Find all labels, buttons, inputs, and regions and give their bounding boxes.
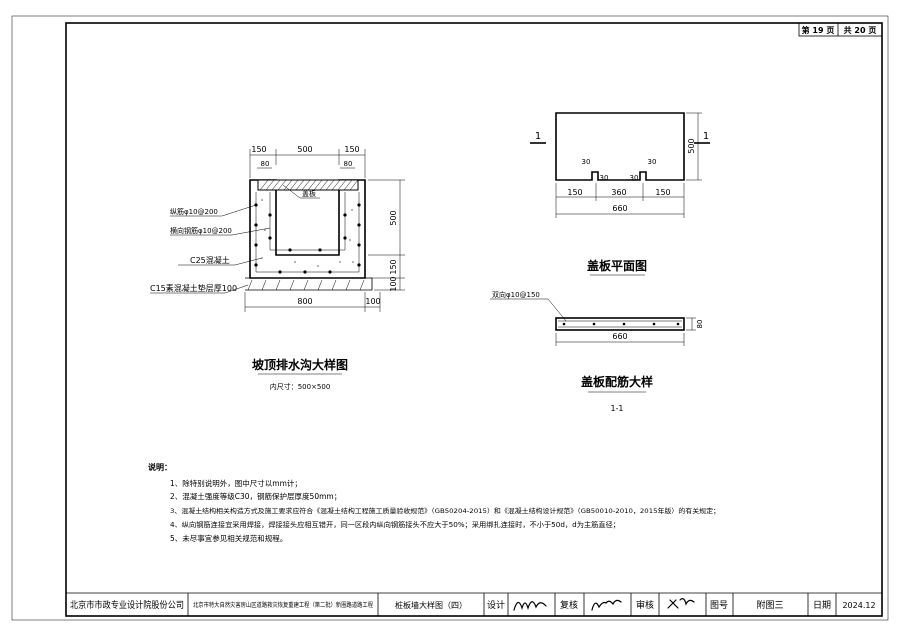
date: 2024.12 [842, 601, 875, 610]
approve-label: 审核 [636, 599, 654, 611]
drawing-name: 桩板墙大样图（四） [395, 600, 467, 610]
dim-small-left: 80 [261, 160, 270, 168]
inner-frame [65, 22, 883, 617]
section-subtitle: 内尺寸：500×500 [270, 382, 331, 391]
plan-dim-right: 500 [687, 138, 696, 153]
section-mark-right: 1 [703, 131, 709, 142]
title-block: 北京市市政专业设计院股份公司 北京市特大自然灾害房山区道路救灾恢复重建工程（第二… [66, 592, 882, 616]
note-3: 3、混凝土结构相关构造方式及施工要求应符合《混凝土结构工程施工质量验收规范》（G… [170, 506, 720, 515]
rebar-dim-total: 660 [612, 332, 627, 341]
dim-right-100: 100 [389, 276, 398, 291]
cover-plan-outline [555, 112, 685, 181]
label-concrete: C25混凝土 [190, 255, 230, 265]
outer-frame [11, 15, 889, 621]
label-cover: 盖板 [302, 189, 316, 198]
rebar-title: 盖板配筋大样 [581, 374, 653, 389]
notch-dim-2: 30 [600, 174, 609, 182]
review-label: 复核 [560, 599, 578, 611]
note-1: 1、除特别说明外，图中尺寸以mm计； [170, 478, 302, 488]
approve-signature [667, 598, 695, 609]
drawing-no-label: 图号 [710, 600, 728, 611]
dim-top-middle: 500 [297, 145, 312, 154]
plan-dim-bottom-right: 150 [655, 188, 670, 197]
notch-dim-4: 30 [648, 158, 657, 166]
date-label: 日期 [813, 600, 831, 611]
plan-title: 盖板平面图 [587, 258, 647, 273]
dim-top-right: 150 [344, 145, 359, 154]
dim-right-500: 500 [389, 210, 398, 225]
page-total: 共 20 页 [844, 25, 877, 35]
notch-dim-1: 30 [582, 158, 591, 166]
rebar-dim-thickness: 80 [696, 320, 704, 329]
section-title: 坡顶排水沟大样图 [252, 357, 348, 372]
rebar-label: 双向φ10@150 [492, 290, 540, 299]
page-number: 第 19 页 [802, 25, 835, 35]
rebar-view: 双向φ10@150 80 660 盖板配筋大样 1-1 [490, 290, 704, 413]
dim-small-right: 80 [344, 160, 353, 168]
label-cushion: C15素混凝土垫层厚100 [150, 283, 237, 293]
project-name: 北京市特大自然灾害房山区道路救灾恢复重建工程（第二批）新圈路道路工程 [193, 601, 373, 609]
dim-right-150: 150 [389, 259, 398, 274]
drawing-no: 附图三 [756, 599, 783, 611]
notch-dim-3: 30 [630, 174, 639, 182]
dim-top-left: 150 [251, 145, 266, 154]
plan-dim-total: 660 [612, 204, 627, 213]
plan-dim-bottom-middle: 360 [611, 188, 626, 197]
cover-section-slab [555, 317, 685, 331]
design-signature [513, 601, 547, 611]
design-label: 设计 [487, 599, 505, 611]
label-long-rebar: 纵筋φ10@200 [170, 207, 218, 216]
company-name: 北京市市政专业设计院股份公司 [70, 599, 184, 611]
section-mark-left: 1 [535, 131, 541, 142]
note-4: 4、纵向钢筋连接宜采用焊接，焊接接头应相互错开，同一区段内纵向钢筋接头不应大于5… [170, 520, 620, 529]
notes: 说明： 1、除特别说明外，图中尺寸以mm计； 2、混凝土强度等级C30，钢筋保护… [148, 462, 720, 543]
note-5: 5、未尽事宜参见相关规范和规程。 [170, 533, 287, 543]
dim-bottom-800: 800 [297, 297, 312, 306]
dim-bottom-100: 100 [365, 297, 380, 306]
note-2: 2、混凝土强度等级C30，钢筋保护层厚度50mm； [170, 491, 341, 501]
rebar-section-label: 1-1 [610, 404, 623, 413]
review-signature [591, 599, 622, 611]
notes-heading: 说明： [148, 462, 172, 472]
section-view: 150 500 150 80 80 [150, 145, 405, 391]
label-stirrup: 横向钢筋φ10@200 [170, 226, 232, 235]
plan-dim-bottom-left: 150 [567, 188, 582, 197]
plan-view: 1 1 500 30 30 30 30 150 360 150 660 盖板平面… [530, 112, 710, 276]
page-badges: 第 19 页 共 20 页 [798, 22, 883, 37]
